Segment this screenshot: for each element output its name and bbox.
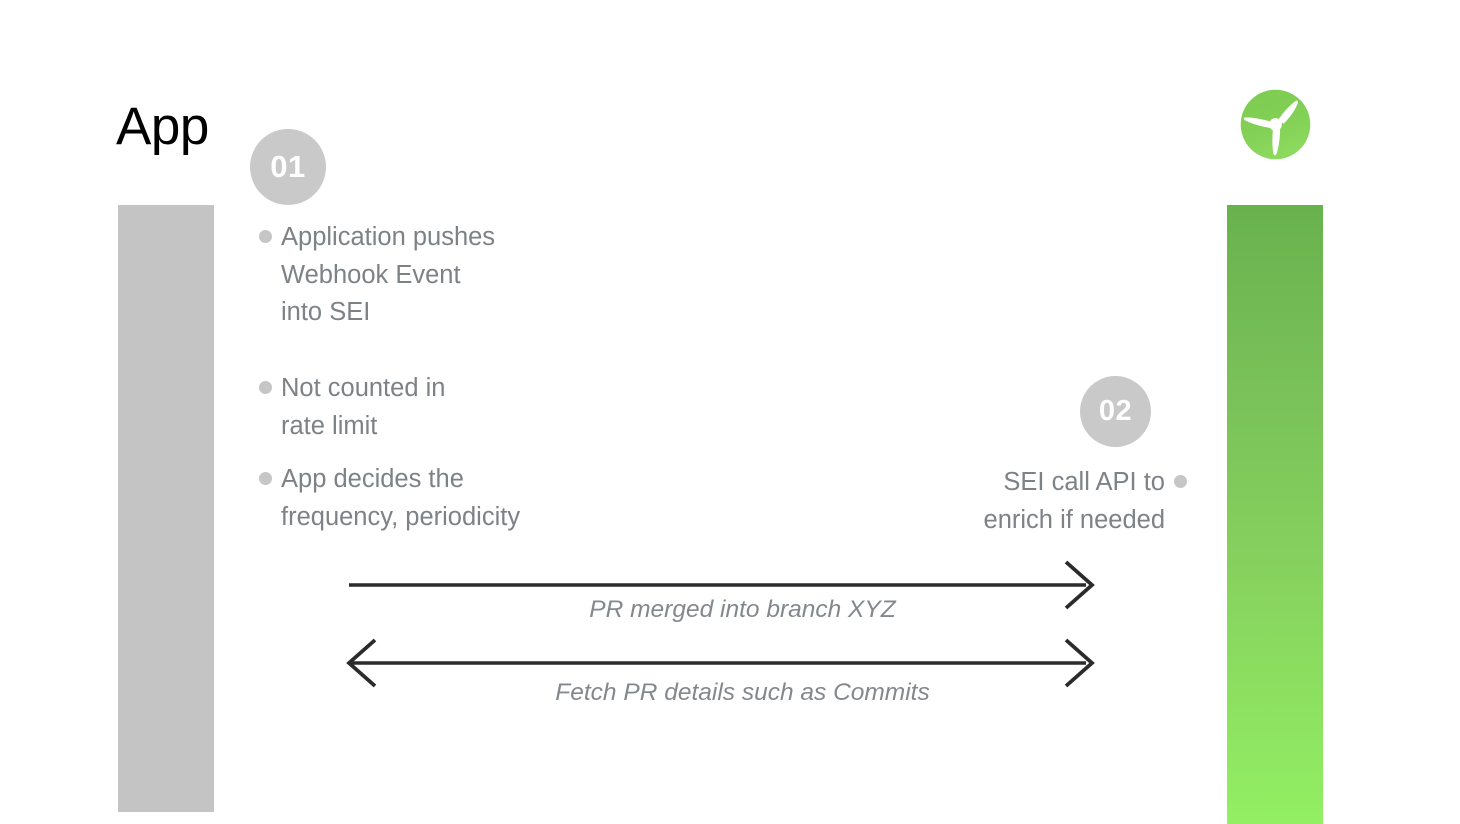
arrow-forward bbox=[349, 560, 1095, 610]
step-badge-02: 02 bbox=[1080, 376, 1151, 447]
bullet-dot-icon bbox=[1174, 475, 1187, 488]
propeller-icon bbox=[1240, 89, 1311, 160]
bullet-text: Application pushes Webhook Event into SE… bbox=[281, 223, 496, 326]
arrow-forward-caption: PR merged into branch XYZ bbox=[589, 596, 896, 623]
sei-logo bbox=[1240, 89, 1311, 160]
page-title: App bbox=[116, 97, 209, 156]
bullet-text: Not counted in rate limit bbox=[281, 374, 446, 440]
sei-lane-column bbox=[1227, 205, 1323, 824]
bullet-item: App decides the frequency, periodicity bbox=[259, 461, 520, 536]
bullet-text: App decides the frequency, periodicity bbox=[281, 465, 521, 531]
bullet-item: Application pushes Webhook Event into SE… bbox=[259, 219, 495, 332]
arrow-back-caption: Fetch PR details such as Commits bbox=[555, 679, 930, 706]
bullet-item: Not counted in rate limit bbox=[259, 370, 445, 445]
bullet-item: SEI call API to enrich if needed bbox=[984, 464, 1187, 539]
bullet-dot-icon bbox=[259, 381, 272, 394]
bullet-dot-icon bbox=[259, 230, 272, 243]
step-badge-01: 01 bbox=[250, 129, 326, 205]
bullet-dot-icon bbox=[259, 472, 272, 485]
app-lane-column bbox=[118, 205, 214, 812]
bullet-text: SEI call API to enrich if needed bbox=[983, 468, 1165, 534]
arrow-back bbox=[346, 638, 1095, 688]
